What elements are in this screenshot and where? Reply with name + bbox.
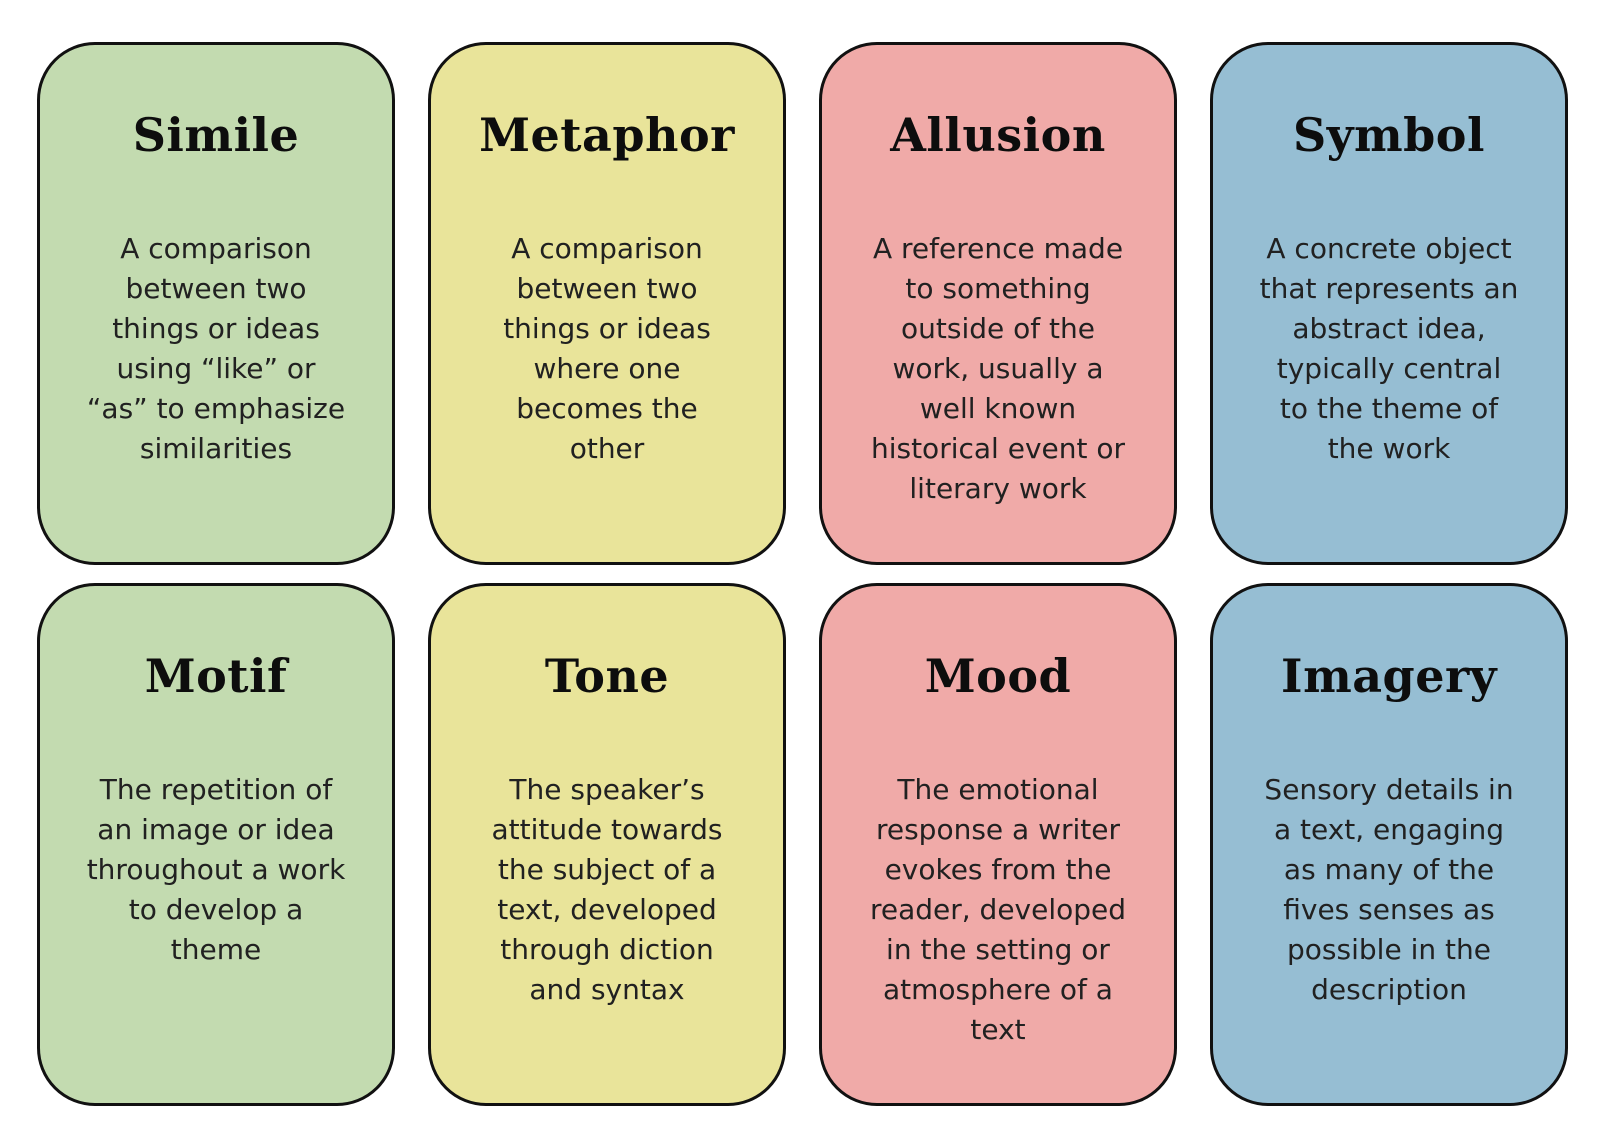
flashcard-metaphor: Metaphor A comparison between two things…	[428, 42, 786, 565]
flashcard-motif: Motif The repetition of an image or idea…	[37, 583, 395, 1106]
card-title-motif: Motif	[144, 649, 288, 703]
flashcard-allusion: Allusion A reference made to something o…	[819, 42, 1177, 565]
flashcard-imagery: Imagery Sensory details in a text, engag…	[1210, 583, 1568, 1106]
flashcard-symbol: Symbol A concrete object that represents…	[1210, 42, 1568, 565]
flashcard-tone: Tone The speaker’s attitude towards the …	[428, 583, 786, 1106]
card-title-allusion: Allusion	[890, 108, 1106, 162]
card-title-mood: Mood	[924, 649, 1072, 703]
card-title-symbol: Symbol	[1293, 108, 1485, 162]
flashcard-mood: Mood The emotional response a writer evo…	[819, 583, 1177, 1106]
card-definition-symbol: A concrete object that represents an abs…	[1259, 232, 1519, 465]
card-definition-imagery: Sensory details in a text, engaging as m…	[1264, 773, 1514, 1006]
card-definition-metaphor: A comparison between two things or ideas…	[503, 232, 711, 465]
card-definition-allusion: A reference made to something outside of…	[870, 232, 1126, 505]
card-definition-simile: A comparison between two things or ideas…	[86, 232, 346, 465]
card-definition-mood: The emotional response a writer evokes f…	[869, 773, 1127, 1046]
flashcard-simile: Simile A comparison between two things o…	[37, 42, 395, 565]
card-title-imagery: Imagery	[1281, 649, 1497, 703]
card-title-metaphor: Metaphor	[479, 108, 735, 162]
card-title-simile: Simile	[132, 108, 300, 162]
card-title-tone: Tone	[544, 649, 670, 703]
card-definition-motif: The repetition of an image or idea throu…	[86, 773, 346, 966]
card-definition-tone: The speaker’s attitude towards the subje…	[491, 773, 723, 1006]
